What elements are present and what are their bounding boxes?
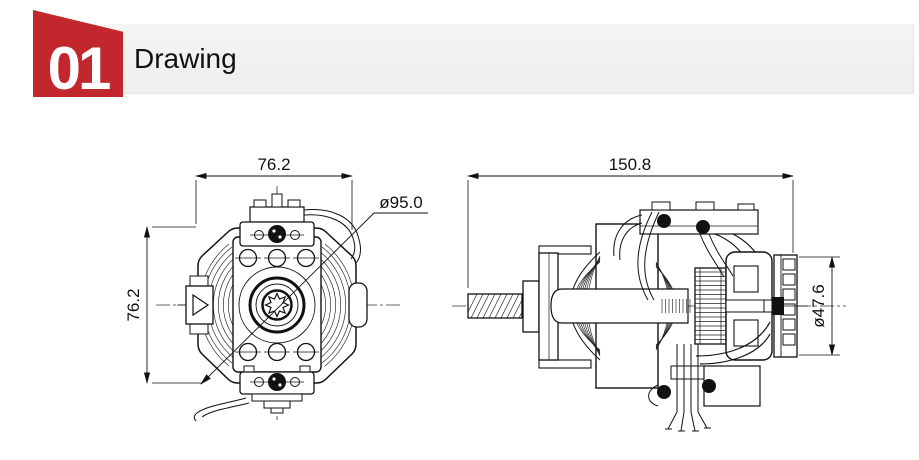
commutator bbox=[694, 267, 727, 345]
page-title: Drawing bbox=[134, 43, 237, 74]
shaft-circles bbox=[238, 266, 316, 344]
left-clip bbox=[177, 275, 214, 335]
dim-side-length: 150.8 bbox=[467, 155, 794, 288]
dim-front-height: 76.2 bbox=[124, 226, 202, 384]
side-length-label: 150.8 bbox=[609, 155, 652, 174]
front-width-label: 76.2 bbox=[257, 155, 290, 174]
top-bracket bbox=[239, 193, 361, 264]
rotor-shaft bbox=[550, 288, 691, 324]
terminal-block bbox=[613, 201, 759, 301]
rear-bracket bbox=[695, 233, 773, 365]
front-height-label: 76.2 bbox=[124, 288, 143, 321]
header-band bbox=[33, 24, 914, 94]
dim-front-diameter: ø95.0 bbox=[200, 193, 428, 385]
lead-wires bbox=[648, 344, 761, 432]
right-lug bbox=[348, 282, 368, 328]
fan-diameter-label: ø47.6 bbox=[809, 284, 828, 327]
fan-hub bbox=[772, 297, 784, 315]
front-bracket bbox=[538, 245, 592, 369]
dim-front-width: 76.2 bbox=[195, 155, 353, 230]
dim-fan-diameter: ø47.6 bbox=[799, 256, 840, 356]
side-view: 150.8 ø47.6 bbox=[452, 155, 846, 432]
spline-shaft bbox=[264, 292, 290, 318]
shaft-collar bbox=[522, 280, 540, 333]
bottom-bracket bbox=[193, 371, 315, 422]
front-view: 76.2 76.2 ø95.0 bbox=[124, 155, 428, 422]
front-diameter-label: ø95.0 bbox=[379, 193, 422, 212]
fan bbox=[763, 254, 808, 358]
plate-screws bbox=[235, 248, 319, 362]
threaded-shaft bbox=[467, 293, 523, 319]
section-number: 01 bbox=[47, 35, 112, 102]
